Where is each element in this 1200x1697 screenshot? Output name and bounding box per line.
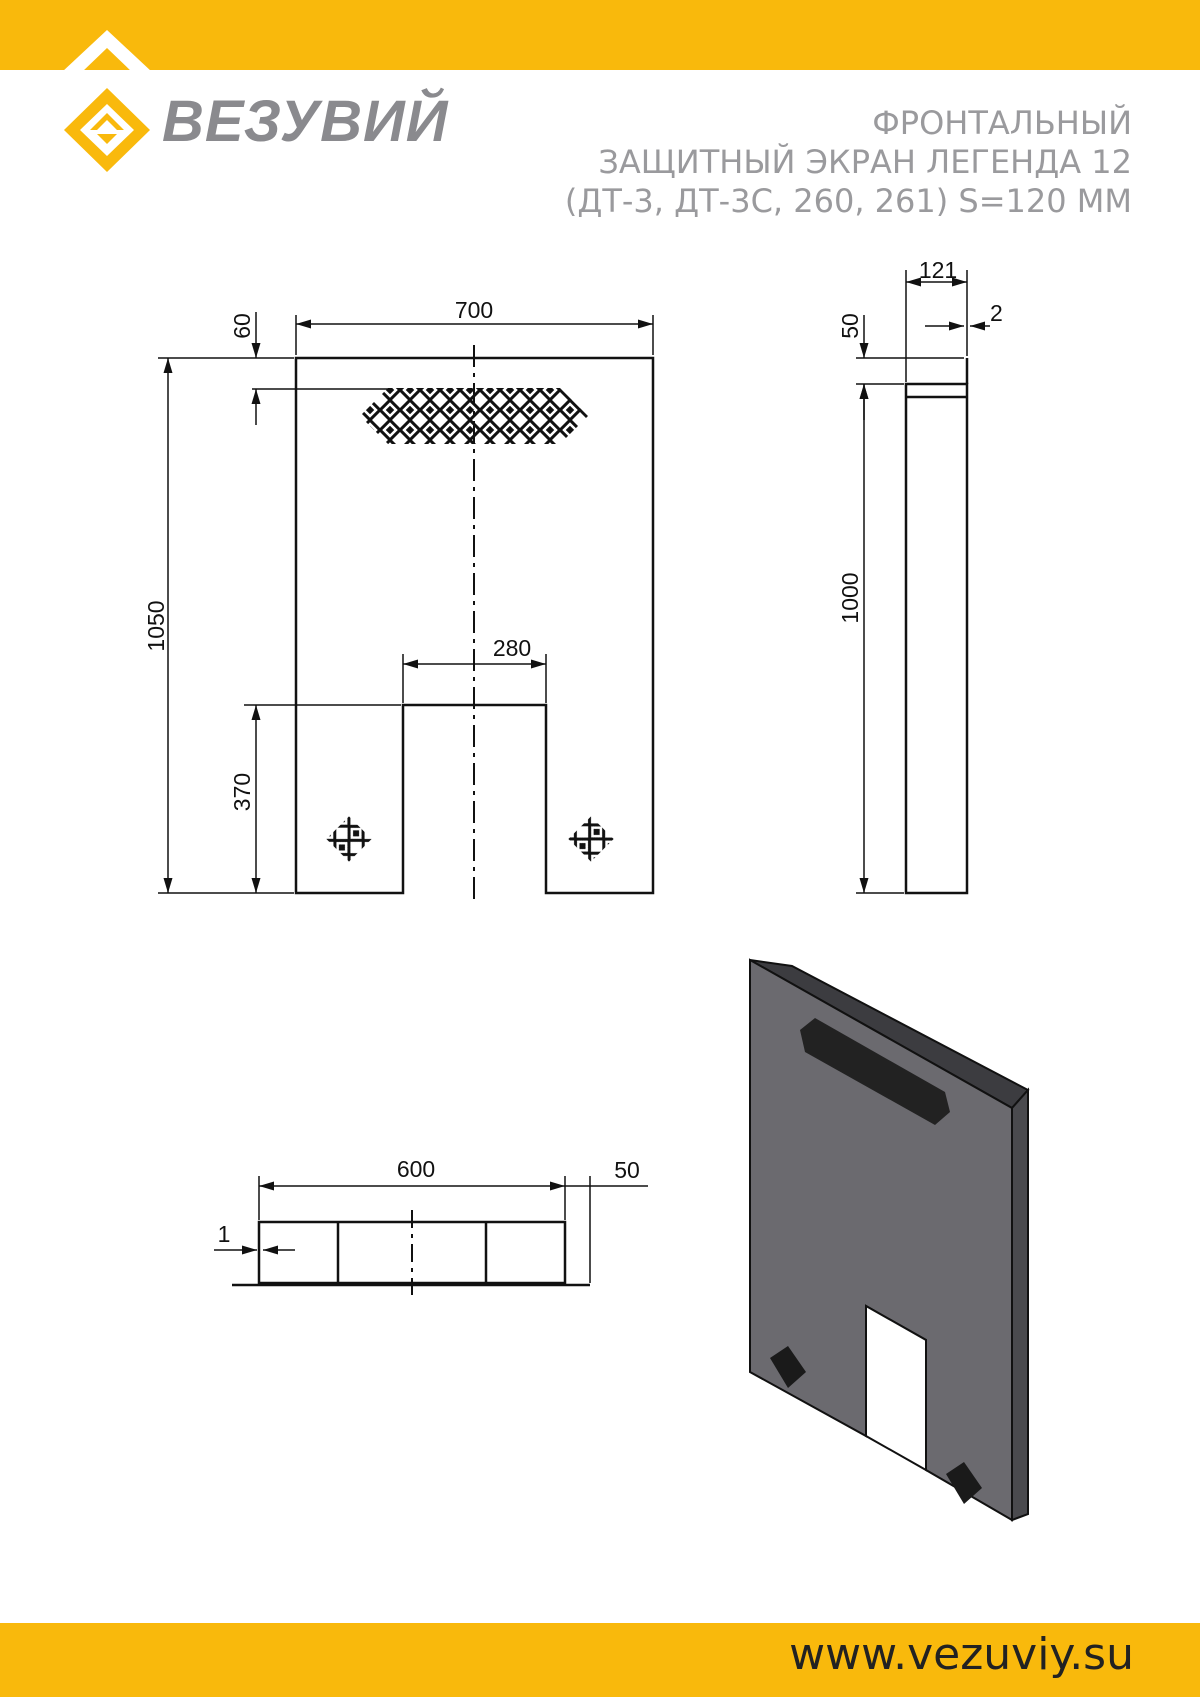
page-title: ФРОНТАЛЬНЫЙ ЗАЩИТНЫЙ ЭКРАН ЛЕГЕНДА 12 (Д… bbox=[512, 104, 1132, 221]
dim-front-top-offset: 60 bbox=[229, 313, 255, 339]
side-outline bbox=[904, 382, 969, 895]
dim-side-top-offset: 50 bbox=[837, 313, 863, 339]
top-ornament bbox=[360, 388, 588, 444]
top-view bbox=[214, 1176, 648, 1295]
dim-front-width: 700 bbox=[455, 297, 493, 323]
footer-bar bbox=[0, 1623, 1200, 1697]
iso-ornament-left bbox=[770, 1346, 806, 1388]
iso-cutout-inner bbox=[865, 1304, 927, 1472]
vezuviy-logo-icon bbox=[62, 30, 152, 172]
front-view bbox=[158, 312, 655, 905]
dim-top-thickness: 1 bbox=[218, 1221, 231, 1247]
dim-cutout-height: 370 bbox=[229, 773, 255, 811]
dim-front-height: 1050 bbox=[143, 600, 169, 651]
title-line-2: ЗАЩИТНЫЙ ЭКРАН ЛЕГЕНДА 12 bbox=[598, 143, 1132, 181]
title-line-3: (ДТ-3, ДТ-3С, 260, 261) S=120 ММ bbox=[564, 182, 1132, 220]
bottom-ornament-right bbox=[568, 816, 614, 862]
iso-top-ornament bbox=[800, 1018, 950, 1125]
side-view bbox=[856, 270, 990, 895]
brand-name: ВЕЗУВИЙ bbox=[162, 89, 449, 154]
bottom-ornament-left bbox=[326, 816, 372, 862]
dim-top-offset: 50 bbox=[614, 1157, 640, 1183]
iso-side-face bbox=[1011, 1087, 1029, 1522]
iso-ornament-right bbox=[946, 1462, 982, 1504]
dim-side-thickness: 2 bbox=[990, 300, 1003, 326]
iso-view bbox=[749, 958, 1030, 1522]
front-outline bbox=[294, 356, 655, 895]
footer-url[interactable]: www.vezuviy.su bbox=[789, 1629, 1134, 1680]
dim-side-depth: 121 bbox=[919, 257, 957, 283]
title-line-1: ФРОНТАЛЬНЫЙ bbox=[872, 104, 1132, 142]
dim-side-height: 1000 bbox=[837, 572, 863, 623]
dim-cutout-width: 280 bbox=[493, 635, 531, 661]
dim-top-width: 600 bbox=[397, 1156, 435, 1182]
header-bar bbox=[0, 0, 1200, 70]
